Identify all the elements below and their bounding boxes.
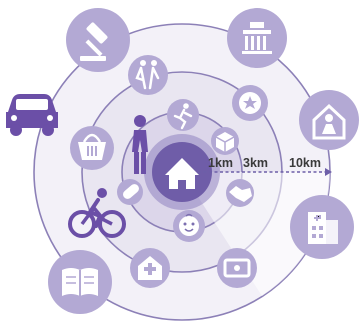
park-icon bbox=[217, 248, 257, 288]
distance-label-10km: 10km bbox=[289, 156, 321, 170]
gavel-icon bbox=[66, 8, 130, 72]
handshake-icon bbox=[226, 179, 254, 207]
cyclist-icon bbox=[68, 188, 126, 238]
pill-icon bbox=[117, 179, 143, 205]
courthouse-icon bbox=[227, 8, 287, 68]
distance-label-3km: 3km bbox=[243, 156, 268, 170]
baby-icon bbox=[173, 210, 205, 242]
elderly-care-icon bbox=[299, 90, 359, 150]
running-person-icon bbox=[167, 99, 199, 131]
shopping-basket-icon bbox=[70, 126, 114, 170]
person-walking-icon bbox=[132, 115, 148, 174]
police-badge-icon bbox=[232, 85, 268, 121]
car-icon bbox=[6, 94, 58, 136]
clinic-icon bbox=[130, 248, 170, 288]
home-icon bbox=[165, 158, 199, 189]
library-book-icon bbox=[48, 250, 112, 314]
hospital-building-icon bbox=[290, 195, 354, 259]
distance-label-1km: 1km bbox=[208, 156, 233, 170]
delivery-box-icon bbox=[211, 127, 239, 155]
distance-arrow-head bbox=[325, 168, 332, 176]
running-people-icon bbox=[128, 55, 168, 95]
highlight-wedge bbox=[182, 172, 330, 296]
